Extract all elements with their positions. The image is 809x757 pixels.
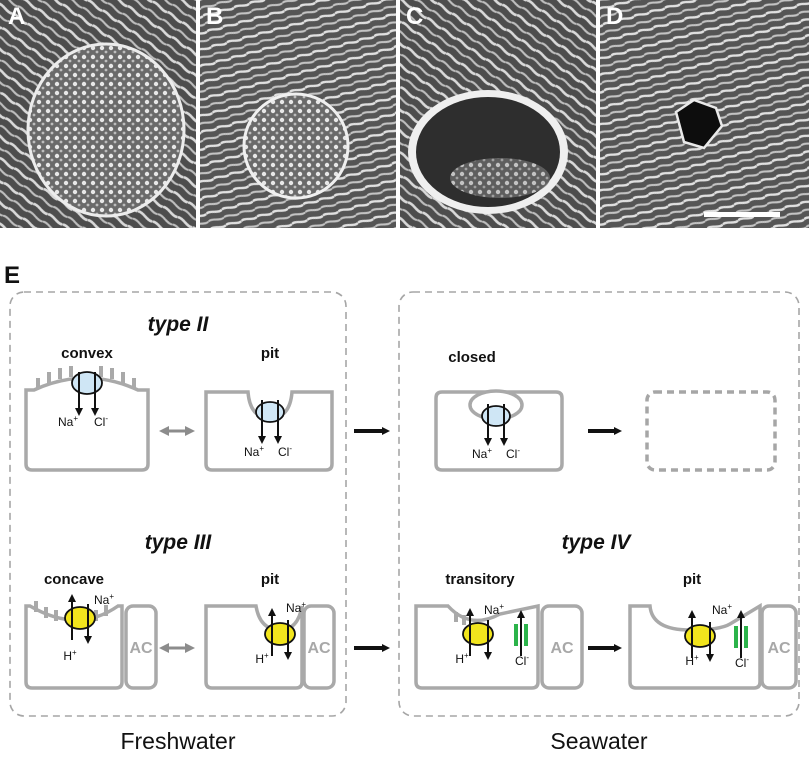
- panel-label-e: E: [4, 262, 20, 289]
- ion-h-3: H+: [455, 651, 469, 666]
- state-transitory: transitory: [445, 571, 515, 588]
- type-ii-convex-cell: [24, 366, 150, 472]
- ion-na-7: Na+: [712, 602, 732, 617]
- ion-na-4: Na+: [94, 592, 114, 607]
- type-iii-title: type III: [145, 531, 213, 554]
- type-ii-pit-cell: [204, 390, 334, 472]
- ion-cl-5: Cl-: [735, 655, 749, 670]
- ion-cl-2: Cl-: [278, 444, 292, 459]
- panel-label-d: D: [606, 3, 623, 30]
- freshwater-box: [9, 291, 347, 717]
- ion-na-2: Na+: [244, 444, 264, 459]
- scale-bar: [704, 212, 780, 217]
- type-iv-transitory-cell: [414, 603, 584, 690]
- type-iii-pit-cell: [204, 604, 336, 690]
- type-iv-pit-cell: [628, 602, 798, 690]
- ion-na-1: Na+: [58, 414, 78, 429]
- ion-na-5: Na+: [286, 600, 306, 615]
- ion-cl-1: Cl-: [94, 414, 108, 429]
- accessory-cell-label-3: AC: [550, 640, 574, 657]
- seawater-box: [398, 291, 800, 717]
- micrograph-panel-b: B: [200, 0, 396, 228]
- accessory-cell-label-1: AC: [129, 640, 153, 657]
- caption-seawater: Seawater: [550, 728, 648, 754]
- ion-cl-3: Cl-: [506, 446, 520, 461]
- type-ii-title: type II: [148, 313, 210, 336]
- ion-h-4: H+: [685, 653, 699, 668]
- state-pit-3: pit: [683, 571, 701, 588]
- micrograph-panel-d: D: [600, 0, 809, 228]
- accessory-cell-label-4: AC: [767, 640, 791, 657]
- ion-cl-4: Cl-: [515, 653, 529, 668]
- caption-freshwater: Freshwater: [120, 728, 235, 754]
- state-pit-1: pit: [261, 345, 279, 362]
- type-ii-closed-cell: [434, 389, 564, 472]
- panel-label-a: A: [8, 3, 25, 30]
- ion-na-6: Na+: [484, 602, 504, 617]
- state-closed: closed: [448, 349, 496, 366]
- accessory-cell-label-2: AC: [307, 640, 331, 657]
- ion-h-2: H+: [255, 651, 269, 666]
- panel-label-c: C: [406, 3, 423, 30]
- type-iv-title: type IV: [562, 531, 633, 554]
- ion-h-1: H+: [63, 648, 77, 663]
- micrograph-panel-a: A: [0, 0, 196, 228]
- state-pit-2: pit: [261, 571, 279, 588]
- type-iii-concave-cell: [24, 594, 158, 690]
- state-convex: convex: [61, 345, 113, 362]
- state-concave: concave: [44, 571, 104, 588]
- degenerated-cell: [645, 390, 777, 472]
- ion-na-3: Na+: [472, 446, 492, 461]
- transporter-blue: [71, 371, 103, 395]
- micrograph-panel-c: C: [400, 0, 596, 228]
- panel-label-b: B: [206, 3, 223, 30]
